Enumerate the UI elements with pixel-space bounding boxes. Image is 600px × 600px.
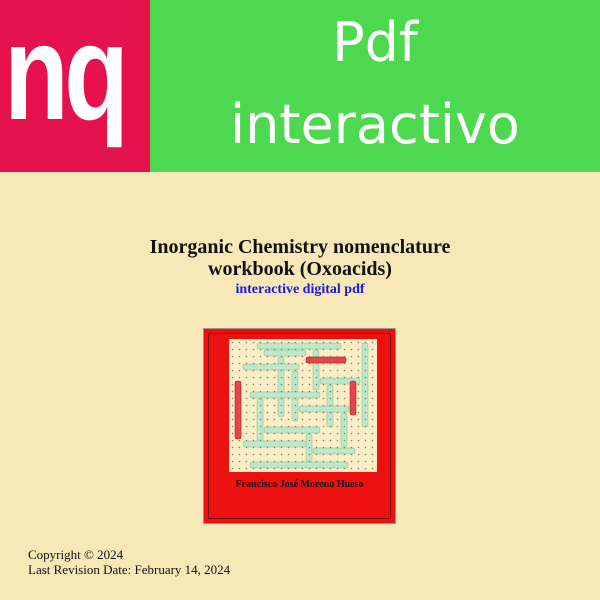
document-titles: Inorganic Chemistry nomenclature workboo…	[0, 236, 600, 300]
logo-text: nq	[4, 0, 129, 148]
copyright-text: Copyright © 2024	[28, 547, 124, 562]
banner-label: Pdf interactivo	[150, 0, 600, 172]
footer: Copyright © 2024 Last Revision Date: Feb…	[28, 547, 230, 577]
cover-frame	[208, 333, 391, 519]
document-title-line-2: workbook (Oxoacids)	[208, 258, 392, 280]
banner-line-2: interactivo	[230, 93, 520, 156]
document-title-line-1: Inorganic Chemistry nomenclature	[149, 236, 451, 258]
revision-date: Last Revision Date: February 14, 2024	[28, 562, 231, 577]
document-subtitle: interactive digital pdf	[235, 282, 365, 297]
top-banner: nq Pdf interactivo	[0, 0, 600, 172]
banner-line-1: Pdf	[332, 11, 418, 74]
cover-author: Francisco José Moreno Hueso	[235, 479, 364, 490]
book-cover-image: Francisco José Moreno Hueso	[203, 328, 396, 524]
word-search-puzzle	[229, 339, 377, 472]
nq-logo: nq	[0, 0, 150, 172]
